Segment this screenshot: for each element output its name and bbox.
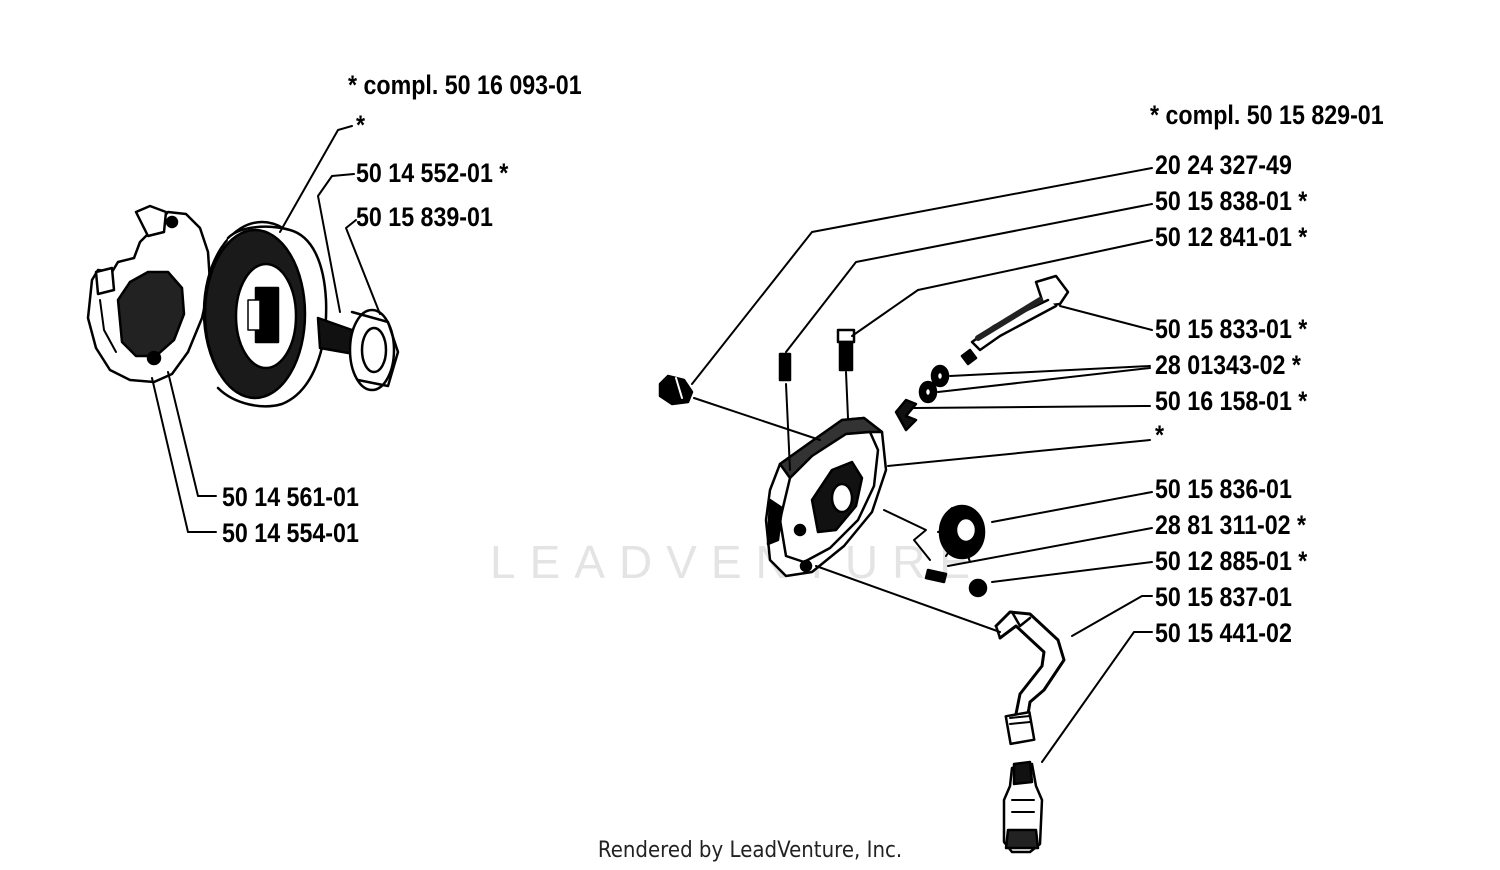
right-part-label: 50 15 833-01 * [1155, 314, 1308, 344]
right-part-label: 50 12 841-01 * [1155, 222, 1308, 252]
left-part-label: 50 14 552-01 * [356, 158, 509, 188]
right-part-label: 50 15 837-01 [1155, 582, 1292, 612]
left-part-label: 50 14 561-01 [222, 482, 359, 512]
oil-filter [1002, 760, 1044, 854]
right-compl-label: * compl. 50 15 829-01 [1150, 100, 1384, 130]
left-leader-lines [151, 125, 381, 533]
clutch-shoe-assembly [86, 204, 212, 384]
right-leader-lines [691, 167, 1153, 763]
pump-screw [658, 374, 821, 441]
worm-gear [937, 504, 986, 563]
o-rings [918, 364, 950, 404]
clutch-needle-bearing [316, 308, 400, 392]
right-star-label: * [1155, 420, 1165, 450]
right-part-label: 50 15 441-02 [1155, 618, 1292, 648]
left-star-label: * [356, 110, 366, 140]
footer-credit: Rendered by LeadVenture, Inc. [597, 838, 903, 863]
left-part-label: 50 14 554-01 [222, 518, 359, 548]
right-part-label: 50 16 158-01 * [1155, 386, 1308, 416]
right-part-label: 50 15 838-01 * [1155, 186, 1308, 216]
pump-pin [778, 352, 792, 471]
pump-housing [764, 416, 888, 578]
right-part-label: 28 01343-02 * [1155, 350, 1301, 380]
adjusting-screw [836, 328, 856, 419]
pump-spring [894, 398, 918, 432]
left-part-label: 50 15 839-01 [356, 202, 493, 232]
left-compl-label: * compl. 50 16 093-01 [348, 70, 582, 100]
small-spring-and-ball [883, 509, 988, 598]
right-part-label: 28 81 311-02 * [1155, 510, 1307, 540]
watermark-text: LEADVENTURE [490, 536, 984, 588]
pump-piston [960, 274, 1070, 366]
right-part-label: 50 15 836-01 [1155, 474, 1292, 504]
right-part-label: 50 12 885-01 * [1155, 546, 1308, 576]
clutch-drum [202, 220, 328, 408]
right-part-label: 20 24 327-49 [1155, 150, 1292, 180]
oil-hose [994, 610, 1066, 746]
